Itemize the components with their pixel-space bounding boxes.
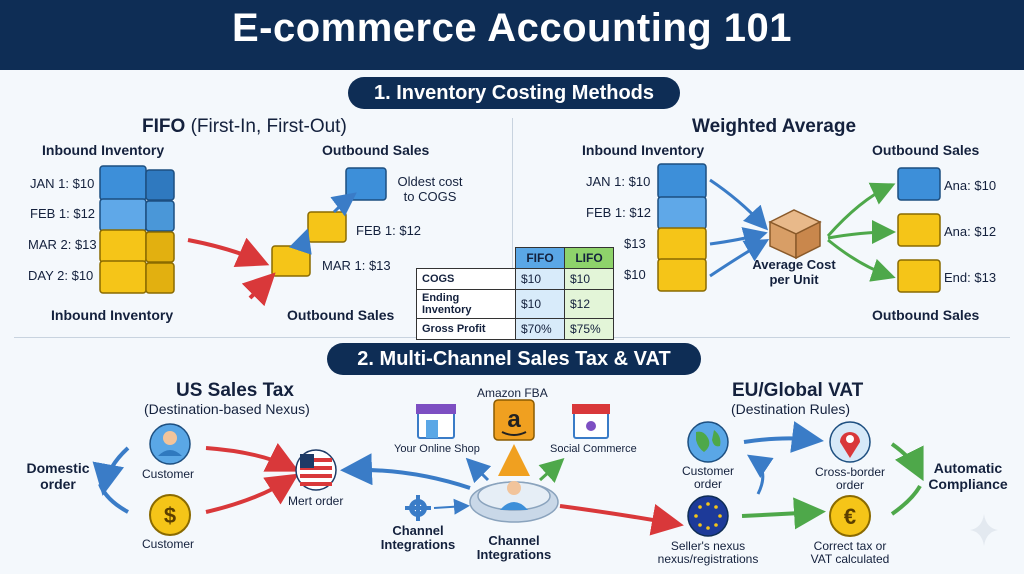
fifo-row-label: MAR 2: $13 <box>28 237 97 252</box>
fifo-row-label: JAN 1: $10 <box>30 176 95 191</box>
fifo-outbound-bottom: Outbound Sales <box>287 307 395 323</box>
weighted-outbound-bottom: Outbound Sales <box>872 307 980 323</box>
weighted-out-boxes <box>897 167 941 293</box>
average-cost-label: Average Cost per Unit <box>752 257 836 287</box>
weighted-out-label: End: $13 <box>944 270 997 285</box>
fifo-inbound-bottom: Inbound Inventory <box>51 307 174 323</box>
dollar-coin-icon: $ <box>149 494 191 536</box>
globe-icon <box>687 421 729 463</box>
us-heading: US Sales Tax <box>176 380 294 401</box>
section2-pill: 2. Multi-Channel Sales Tax & VAT <box>327 343 701 375</box>
person-icon <box>149 423 191 465</box>
costing-comparison-table: FIFO LIFO COGS $10 $10 Ending Inventory … <box>416 247 614 340</box>
weighted-box-stack <box>657 163 707 292</box>
customer-label-bottom: Customer <box>142 537 195 551</box>
fifo-step-feb: FEB 1: $12 <box>356 223 422 238</box>
table-header-fifo: FIFO <box>515 247 565 269</box>
sparkle-icon <box>970 514 998 546</box>
fifo-outbound-top: Outbound Sales <box>322 142 430 158</box>
svg-text:$: $ <box>164 503 176 528</box>
page-title: E-commerce Accounting 101 <box>231 6 793 50</box>
eu-heading: EU/Global VAT <box>732 380 864 401</box>
social-commerce-label: Social Commerce <box>550 443 637 455</box>
customer-label-top: Customer <box>142 467 195 481</box>
automatic-compliance-label: Automatic Compliance <box>928 460 1008 492</box>
weighted-row-label: JAN 1: $10 <box>586 174 651 189</box>
us-subheading: (Destination-based Nexus) <box>144 401 310 417</box>
section1-pill: 1. Inventory Costing Methods <box>348 77 680 109</box>
euro-coin-icon: € <box>829 495 871 537</box>
table-row: Ending Inventory $10 $12 <box>416 289 614 319</box>
hub-person-icon <box>500 481 528 510</box>
weighted-heading: Weighted Average <box>692 116 857 137</box>
fifo-heading-light: (First-In, First-Out) <box>190 116 347 137</box>
eu-subheading: (Destination Rules) <box>731 401 851 417</box>
shop-icon <box>416 404 456 439</box>
weighted-inbound: Inbound Inventory <box>582 142 705 158</box>
cost-box-icon <box>768 209 822 260</box>
fifo-inbound-top: Inbound Inventory <box>42 142 165 158</box>
title-bar <box>0 0 1024 70</box>
us-flag-icon <box>295 449 337 491</box>
fifo-heading-bold: FIFO <box>142 116 186 137</box>
amazon-label: Amazon FBA <box>477 386 548 400</box>
fifo-callout: Oldest cost to COGS <box>397 174 463 204</box>
weighted-out-label: Ana: $10 <box>944 178 997 193</box>
domestic-order-label: Domestic order <box>26 460 90 492</box>
cross-border-label: Cross-border order <box>814 465 886 492</box>
seller-nexus-label: Seller's nexus nexus/registrations <box>657 539 759 566</box>
fifo-box-stack <box>99 165 175 294</box>
correct-tax-label: Correct tax or VAT calculated <box>810 539 890 566</box>
eu-flag-icon <box>687 495 729 537</box>
fifo-row-label: DAY 2: $10 <box>28 268 94 283</box>
fifo-heading: FIFO (First-In, First-Out) <box>142 116 347 138</box>
us-flag-label: Mert order <box>288 494 344 508</box>
weighted-out-label: Ana: $12 <box>944 224 997 239</box>
amazon-icon: a <box>493 399 535 441</box>
fifo-row-label: FEB 1: $12 <box>30 206 96 221</box>
social-shop-icon <box>572 404 610 439</box>
weighted-row-label: FEB 1: $12 <box>586 205 652 220</box>
table-header-lifo: LIFO <box>564 247 614 269</box>
location-pin-icon <box>829 421 871 463</box>
fifo-step-mar: MAR 1: $13 <box>322 258 391 273</box>
weighted-row-label: $10 <box>624 267 646 282</box>
weighted-row-label: $13 <box>624 236 646 251</box>
table-row: Gross Profit $70% $75% <box>416 318 614 340</box>
weighted-outbound-top: Outbound Sales <box>872 142 980 158</box>
table-row: COGS $10 $10 <box>416 268 614 290</box>
customer-order-label: Customer order <box>681 464 734 491</box>
online-shop-label: Your Online Shop <box>394 443 480 455</box>
gear-integrations-label: Channel Integrations <box>380 523 456 552</box>
svg-text:€: € <box>844 504 856 529</box>
svg-text:a: a <box>507 406 521 433</box>
hub-integrations-label: Channel Integrations <box>476 533 552 562</box>
section1-divider <box>512 118 513 330</box>
gear-icon <box>405 495 431 521</box>
